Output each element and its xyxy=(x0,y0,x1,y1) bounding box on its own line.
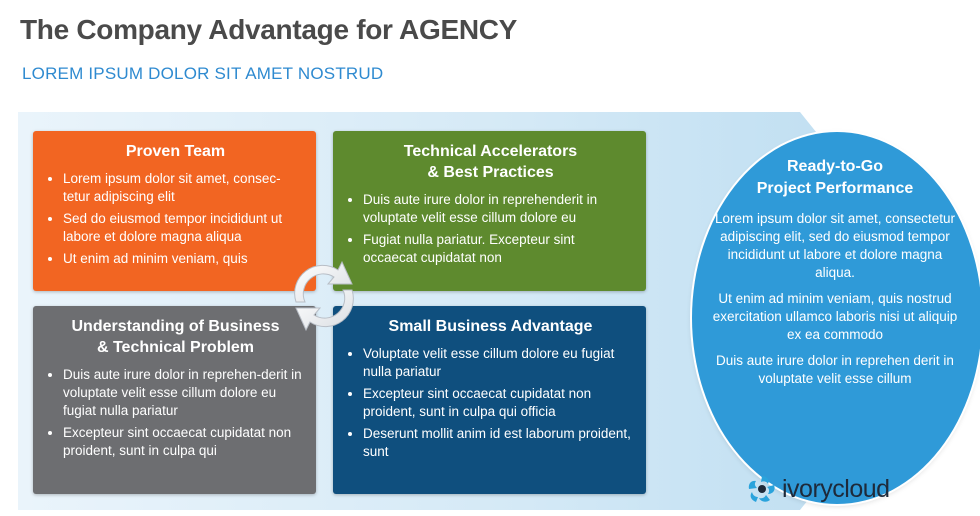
proven-team-title: Proven Team xyxy=(125,143,226,160)
logo-wordmark: ivorycloud xyxy=(782,475,890,503)
title-line-1: Ready-to-Go xyxy=(787,158,883,175)
list-item: Duis aute irure dolor in reprehenderit i… xyxy=(363,191,632,227)
small-business-card: Small Business Advantage Voluptate velit… xyxy=(333,306,646,494)
list-item: Deserunt mollit anim id est laborum proi… xyxy=(363,425,632,461)
proven-team-card: Proven Team Lorem ipsum dolor sit amet, … xyxy=(33,131,316,291)
page-title: The Company Advantage for AGENCY xyxy=(20,14,518,45)
page-subtitle: LOREM IPSUM DOLOR SIT AMET NOSTRUD xyxy=(22,64,384,83)
list-item: Sed do eiusmod tempor incididunt ut labo… xyxy=(63,210,302,246)
understanding-title: Understanding of Business & Technical Pr… xyxy=(49,316,302,358)
circle-paragraph-2: Ut enim ad minim veniam, quis nostrud ex… xyxy=(712,291,958,342)
list-item: Voluptate velit esse cillum dolore eu fu… xyxy=(363,345,632,381)
cycle-arrows-icon xyxy=(294,260,354,332)
understanding-list: Duis aute irure dolor in reprehen-derit … xyxy=(49,366,302,460)
title-line-2: Project Performance xyxy=(756,180,914,197)
technical-accelerators-title: Technical Accelerators & Best Practices xyxy=(349,141,632,183)
list-item: Ut enim ad minim veniam, quis xyxy=(63,250,302,268)
list-item: Fugiat nulla pariatur. Excepteur sint oc… xyxy=(363,231,632,267)
circle-paragraph-1: Lorem ipsum dolor sit amet, consectetur … xyxy=(714,211,956,280)
title-line-1: Technical Accelerators xyxy=(403,143,578,160)
small-business-title: Small Business Advantage xyxy=(388,318,593,335)
list-item: Lorem ipsum dolor sit amet, consec-tetur… xyxy=(63,170,302,206)
ivorycloud-logo: ivorycloud xyxy=(746,473,916,507)
technical-accelerators-list: Duis aute irure dolor in reprehenderit i… xyxy=(349,191,632,267)
list-item: Duis aute irure dolor in reprehen-derit … xyxy=(63,366,302,420)
list-item: Excepteur sint occaecat cupidatat non pr… xyxy=(63,424,302,460)
title-line-2: & Best Practices xyxy=(427,164,554,181)
swirl-logo-icon xyxy=(748,476,775,502)
circle-paragraph-3: Duis aute irure dolor in reprehen derit … xyxy=(716,353,954,386)
list-item: Excepteur sint occaecat cupidatat non pr… xyxy=(363,385,632,421)
small-business-list: Voluptate velit esse cillum dolore eu fu… xyxy=(349,345,632,461)
circle-title: Ready-to-Go Project Performance xyxy=(706,156,964,200)
project-performance-circle: Ready-to-Go Project Performance Lorem ip… xyxy=(692,132,980,504)
title-line-1: Understanding of Business xyxy=(71,318,280,335)
proven-team-list: Lorem ipsum dolor sit amet, consec-tetur… xyxy=(49,170,302,268)
understanding-card: Understanding of Business & Technical Pr… xyxy=(33,306,316,494)
technical-accelerators-card: Technical Accelerators & Best Practices … xyxy=(333,131,646,291)
title-line-2: & Technical Problem xyxy=(96,339,255,356)
